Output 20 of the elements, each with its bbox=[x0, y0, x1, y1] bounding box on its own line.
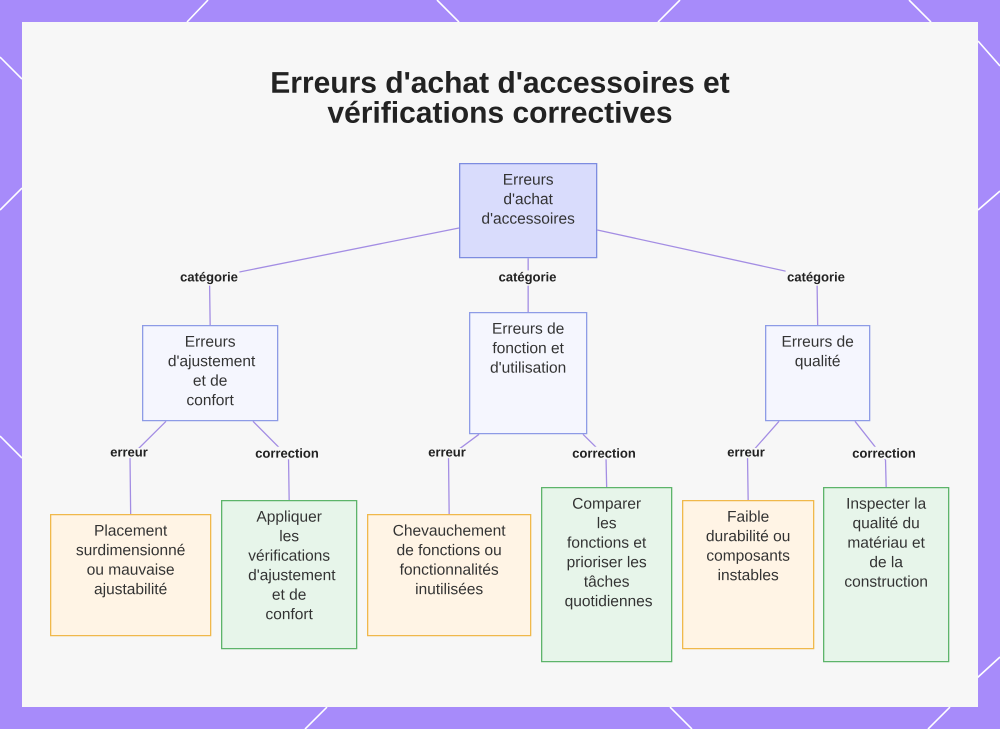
edge-label: erreur bbox=[426, 448, 468, 458]
mistake-box: Faible durabilité ou composants instables bbox=[682, 500, 814, 650]
title: Erreurs d'achat d'accessoires et vérifications correctives bbox=[272, 70, 730, 123]
edge-label: catégorie bbox=[178, 270, 240, 286]
edge-label: catégorie bbox=[497, 270, 558, 286]
edge-label: erreur bbox=[108, 448, 150, 458]
category-box: Erreurs de qualité bbox=[765, 325, 870, 422]
correction-box: Inspecter la qualité du matériau et de la construction bbox=[823, 487, 950, 662]
edge-label: correction bbox=[254, 446, 320, 460]
mistake-box: Placement surdimensionné ou mauvaise ajustabilité bbox=[50, 514, 212, 636]
edge-label: erreur bbox=[726, 448, 766, 458]
correction-box: Comparer les fonctions et prioriser les tâches quotidiennes bbox=[541, 487, 672, 662]
mistake-box: Chevauchement de fonctions ou fonctionnalités inutilisées bbox=[367, 514, 532, 636]
edge-label: correction bbox=[850, 446, 918, 460]
category-box: Erreurs de fonction et d'utilisation bbox=[469, 312, 588, 434]
category-box: Erreurs d'ajustement et de confort bbox=[142, 325, 278, 422]
correction-box: Appliquer les vérifications d'ajustement et de confort bbox=[221, 500, 358, 650]
edge-label: catégorie bbox=[786, 270, 846, 286]
edge-label: correction bbox=[570, 446, 638, 460]
root-box: Erreurs d'achat d'accessoires bbox=[459, 163, 598, 258]
